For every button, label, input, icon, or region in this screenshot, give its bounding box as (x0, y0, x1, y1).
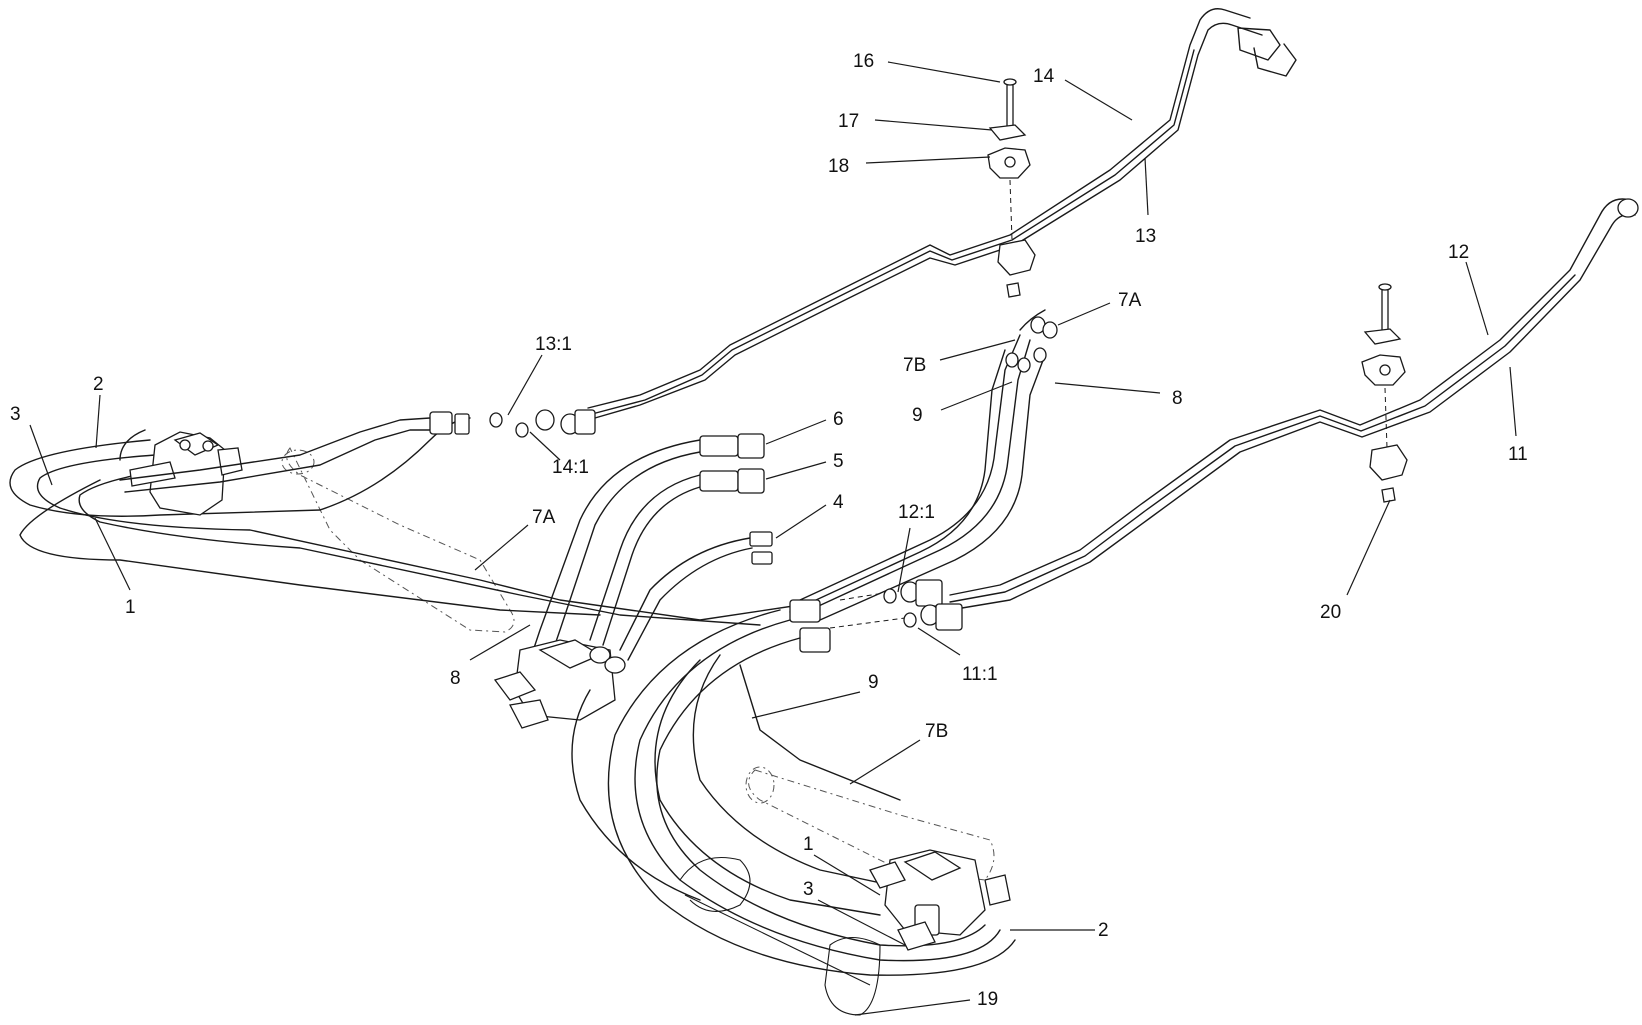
hoses-7a-7b-8-9 (789, 309, 1058, 621)
callout-4: 4 (833, 492, 844, 513)
callout-20: 20 (1320, 602, 1341, 623)
fittings-12-1-11-1 (789, 579, 963, 653)
leader-lines (29, 61, 1517, 1016)
clamp-assembly-right (1361, 283, 1408, 503)
callout-7a-mid: 7A (532, 507, 556, 528)
callout-12: 12 (1448, 242, 1469, 263)
callout-7b-top: 7B (903, 355, 926, 376)
callout-1-bottom: 1 (803, 834, 814, 855)
callout-11: 11 (1508, 444, 1528, 465)
hose-guard-19 (679, 856, 881, 1016)
callout-13: 13 (1135, 226, 1156, 247)
callout-11-1: 11:1 (962, 664, 998, 685)
callout-7a-top: 7A (1118, 290, 1142, 311)
callout-2-right: 2 (1098, 920, 1109, 941)
callout-19: 19 (977, 989, 998, 1010)
callout-13-1: 13:1 (535, 334, 572, 355)
valve-block-center (493, 639, 626, 729)
callout-9-mid: 9 (868, 672, 879, 693)
callout-9-top: 9 (912, 405, 923, 426)
callout-3-bottom: 3 (803, 879, 814, 900)
callout-labels: 16 14 17 18 13 12 11 20 7A 7B 9 8 13:1 1… (10, 51, 1528, 1010)
callout-3-left: 3 (10, 404, 21, 425)
tube-11-12 (949, 198, 1639, 611)
hose-loop-left (9, 417, 801, 626)
callout-17: 17 (838, 111, 859, 132)
callout-16: 16 (853, 51, 874, 72)
valve-block-left (129, 431, 243, 516)
valve-block-lower (869, 849, 1011, 951)
callout-5: 5 (833, 451, 844, 472)
ghost-cylinder-left (281, 447, 515, 633)
callout-7b-bottom: 7B (925, 721, 948, 742)
callout-14: 14 (1033, 66, 1055, 87)
callout-8-left: 8 (450, 668, 461, 689)
ghost-cylinder-right (745, 766, 995, 881)
callout-14-1: 14:1 (552, 457, 589, 478)
callout-1-left: 1 (125, 597, 136, 618)
hoses-4-5-6 (529, 433, 773, 666)
fittings-13-1-14-1 (119, 409, 596, 493)
callout-6: 6 (833, 409, 844, 430)
tube-13-14 (587, 8, 1297, 421)
callout-8-right: 8 (1172, 388, 1183, 409)
callout-12-1: 12:1 (898, 502, 935, 523)
clamp-assembly-upper (987, 78, 1036, 298)
callout-2-left: 2 (93, 374, 104, 395)
callout-18: 18 (828, 156, 849, 177)
